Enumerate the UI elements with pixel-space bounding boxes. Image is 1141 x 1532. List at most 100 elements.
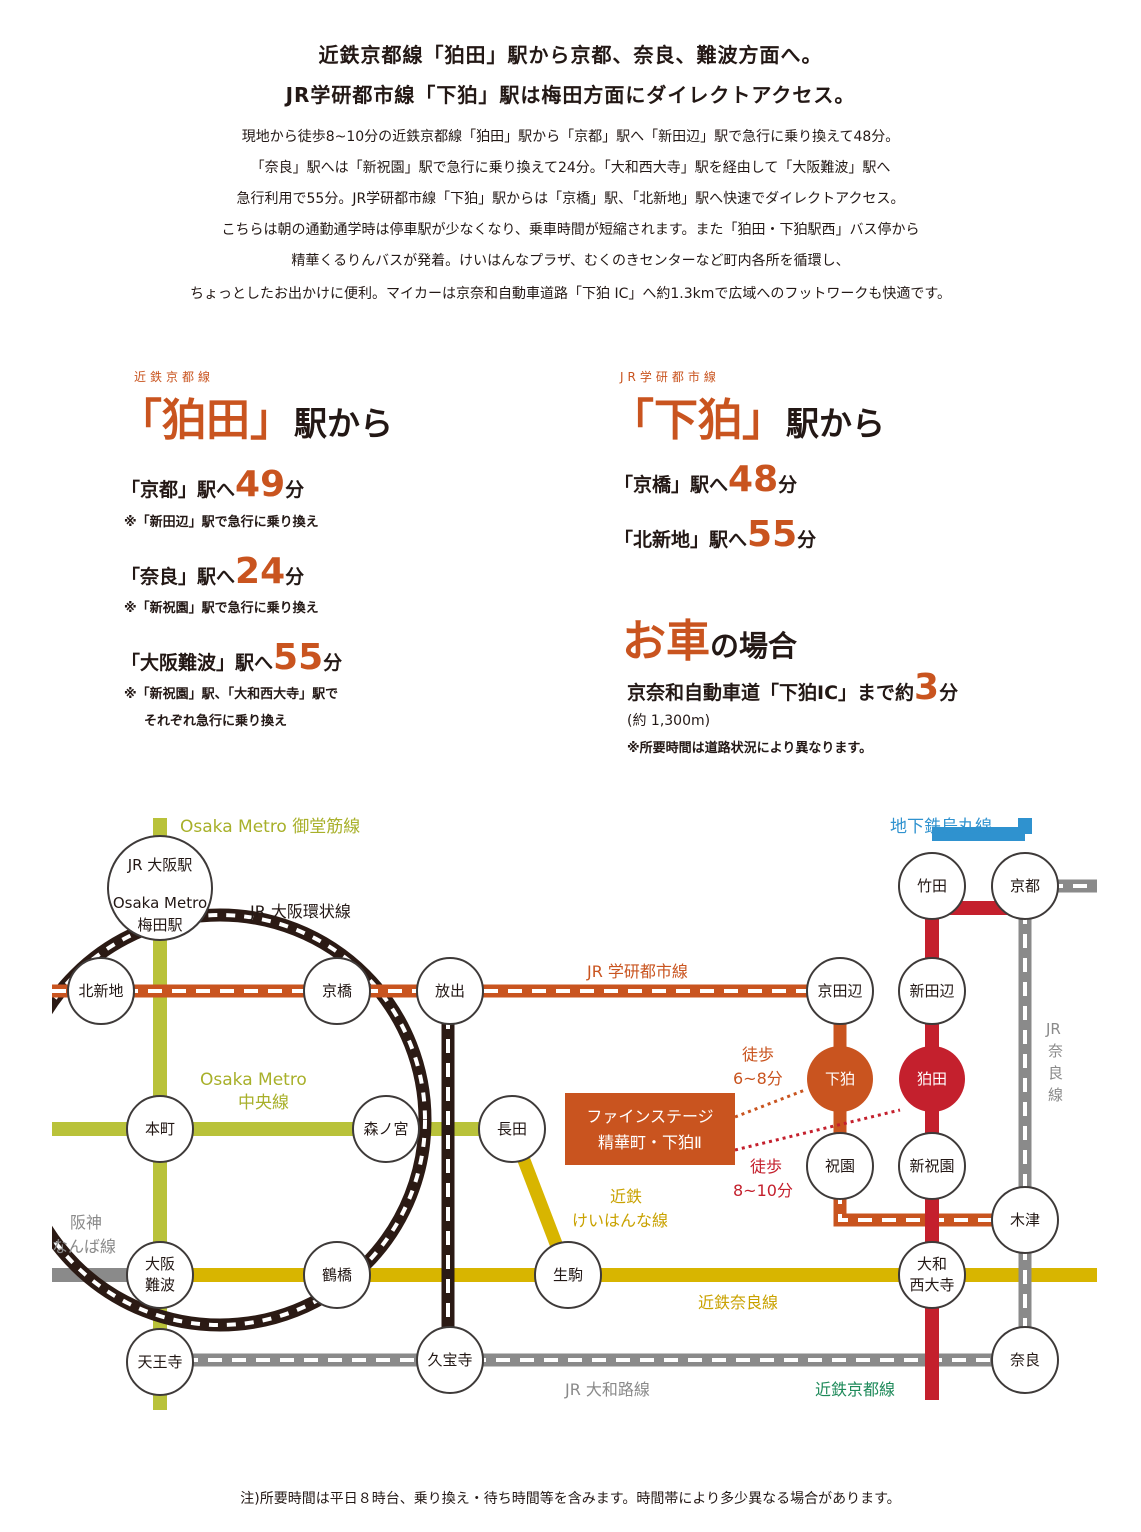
route-unit: 分 xyxy=(797,529,817,551)
station-namba: 大阪 難波 xyxy=(126,1241,194,1309)
hanshin-label: 阪神 xyxy=(70,1213,102,1232)
station-osaka-umeda: JR 大阪駅 Osaka Metro 梅田駅 xyxy=(107,835,213,941)
station-label: Osaka Metro xyxy=(113,894,207,912)
loop-line-stripe xyxy=(52,913,427,1327)
komada-station-name: 「狛田」 xyxy=(118,395,294,446)
route-note: ※「新祝園」駅、「大和西大寺」駅で xyxy=(124,687,339,702)
route-minutes: 55 xyxy=(747,514,798,555)
station-label: 木津 xyxy=(1010,1211,1040,1229)
headline-line-1: 近鉄京都線「狛田」駅から京都、奈良、難波方面へ。 xyxy=(318,43,823,67)
station-label: 北新地 xyxy=(78,982,123,1000)
route-nara: 「奈良」駅へ24分 xyxy=(121,551,304,592)
station-label: 久宝寺 xyxy=(427,1351,472,1369)
station-label: 難波 xyxy=(145,1276,175,1294)
keihanna-label: けいはんな線 xyxy=(572,1211,668,1230)
shimokoma-heading: 「下狛」駅から xyxy=(610,384,885,448)
car-title-big: お車 xyxy=(622,616,710,667)
jr-nara-label: 線 xyxy=(1048,1086,1063,1104)
station-kyotanabe: 京田辺 xyxy=(806,957,874,1025)
station-kyuhoji: 久宝寺 xyxy=(416,1326,484,1394)
keihanna-label: 近鉄 xyxy=(610,1187,642,1206)
route-minutes: 49 xyxy=(235,464,286,505)
property-name: ファインステージ xyxy=(586,1107,713,1126)
station-label: 祝園 xyxy=(825,1157,855,1175)
car-title-small: の場合 xyxy=(710,629,798,663)
station-label: 京都 xyxy=(1010,877,1040,895)
jr-nara-label: JR xyxy=(1045,1020,1061,1038)
station-hosono: 祝園 xyxy=(806,1132,874,1200)
karasuma-label: 地下鉄烏丸線 xyxy=(890,817,992,837)
kintetsu-nara-label: 近鉄奈良線 xyxy=(698,1293,778,1312)
station-label: JR 大阪駅 xyxy=(127,856,193,874)
station-nara: 奈良 xyxy=(991,1326,1059,1394)
station-takeda: 竹田 xyxy=(898,852,966,920)
station-morinomiya: 森ノ宮 xyxy=(352,1095,420,1163)
route-note: それぞれ急行に乗り換え xyxy=(144,714,288,729)
station-hommachi: 本町 xyxy=(126,1095,194,1163)
route-kitashinchi: 「北新地」駅へ55分 xyxy=(614,514,816,555)
station-ikoma: 生駒 xyxy=(534,1241,602,1309)
walk-shimokoma-label: 6~8分 xyxy=(733,1069,783,1088)
chuo-label: Osaka Metro xyxy=(200,1070,307,1090)
gakken-label: JR 学研都市線 xyxy=(586,962,688,981)
station-label: 天王寺 xyxy=(137,1353,182,1371)
chuo-label: 中央線 xyxy=(238,1093,289,1113)
midosuji-label: Osaka Metro 御堂筋線 xyxy=(180,817,360,837)
route-unit: 分 xyxy=(285,566,305,588)
station-label: 竹田 xyxy=(917,877,947,895)
car-route: 京奈和自動車道「下狛IC」まで約3分 xyxy=(627,667,958,708)
station-shinhosono: 新祝園 xyxy=(898,1132,966,1200)
station-tsuruhashi: 鶴橋 xyxy=(303,1241,371,1309)
route-minutes: 48 xyxy=(728,459,779,500)
station-hanaten: 放出 xyxy=(416,957,484,1025)
station-tennoji: 天王寺 xyxy=(126,1328,194,1396)
intro-line-6: ちょっとしたお出かけに便利。マイカーは京奈和自動車道路「下狛 IC」へ約1.3k… xyxy=(190,286,951,302)
route-minutes: 24 xyxy=(235,551,286,592)
station-label: 長田 xyxy=(497,1120,527,1138)
yamatoji-label: JR 大和路線 xyxy=(564,1380,650,1399)
walk-shimokoma-label: 徒歩 xyxy=(742,1045,774,1064)
station-label: 放出 xyxy=(435,982,465,1000)
intro-line-5: 精華くるりんバスが発着。けいはんなプラザ、むくのきセンターなど町内各所を循環し、 xyxy=(291,253,850,269)
station-label: 奈良 xyxy=(1010,1351,1040,1369)
intro-line-1: 現地から徒歩8~10分の近鉄京都線「狛田」駅から「京都」駅へ「新田辺」駅で急行に… xyxy=(241,129,900,145)
station-kyoto: 京都 xyxy=(991,852,1059,920)
station-label: 新田辺 xyxy=(909,982,954,1000)
station-label: 西大寺 xyxy=(909,1276,954,1294)
headline-line-2: JR学研都市線「下狛」駅は梅田方面にダイレクトアクセス。 xyxy=(285,83,856,107)
station-label: 下狛 xyxy=(825,1070,855,1088)
route-namba: 「大阪難波」駅へ55分 xyxy=(121,637,342,678)
station-label: 新祝園 xyxy=(909,1157,954,1175)
station-label: 本町 xyxy=(145,1120,175,1138)
station-label: 梅田駅 xyxy=(137,916,182,934)
route-dest: 「京橋」駅へ xyxy=(614,474,729,496)
station-label: 鶴橋 xyxy=(322,1266,352,1284)
station-label: 京田辺 xyxy=(817,982,862,1000)
property-box: ファインステージ 精華町・下狛Ⅱ xyxy=(565,1093,735,1165)
shimokoma-station-name: 「下狛」 xyxy=(610,395,786,446)
station-label: 狛田 xyxy=(917,1070,947,1088)
route-unit: 分 xyxy=(285,479,305,501)
route-kyobashi: 「京橋」駅へ48分 xyxy=(614,459,797,500)
shimokoma-ekikara: 駅から xyxy=(786,404,885,443)
intro-line-4: こちらは朝の通勤通学時は停車駅が少なくなり、乗車時間が短縮されます。また「狛田・… xyxy=(221,222,920,238)
property-name: 精華町・下狛Ⅱ xyxy=(598,1133,702,1152)
route-note: ※「新祝園」駅で急行に乗り換え xyxy=(124,601,319,616)
walk-komada-label: 8~10分 xyxy=(733,1181,793,1200)
gakken-line-kizu-stripe xyxy=(838,1166,1025,1222)
station-kitashinchi: 北新地 xyxy=(67,957,135,1025)
route-dest: 「京都」駅へ xyxy=(121,479,236,501)
footnote: 注)所要時間は平日８時台、乗り換え・待ち時間等を含みます。時間帯により多少異なる… xyxy=(240,1491,901,1507)
loop-label: JR 大阪環状線 xyxy=(249,902,351,921)
route-map: Osaka Metro 御堂筋線 JR 大阪環状線 JR 学研都市線 地下鉄烏丸… xyxy=(52,817,1097,1410)
komada-heading: 「狛田」駅から xyxy=(118,384,393,448)
jr-nara-label: 良 xyxy=(1048,1064,1063,1082)
hanshin-label: なんば線 xyxy=(52,1237,116,1256)
route-kyoto: 「京都」駅へ49分 xyxy=(121,464,304,505)
station-kizu: 木津 xyxy=(991,1186,1059,1254)
komada-ekikara: 駅から xyxy=(294,404,393,443)
station-kyobashi: 京橋 xyxy=(303,957,371,1025)
station-label: 京橋 xyxy=(322,982,352,1000)
route-unit: 分 xyxy=(778,474,798,496)
walk-path-komada xyxy=(734,1108,901,1152)
